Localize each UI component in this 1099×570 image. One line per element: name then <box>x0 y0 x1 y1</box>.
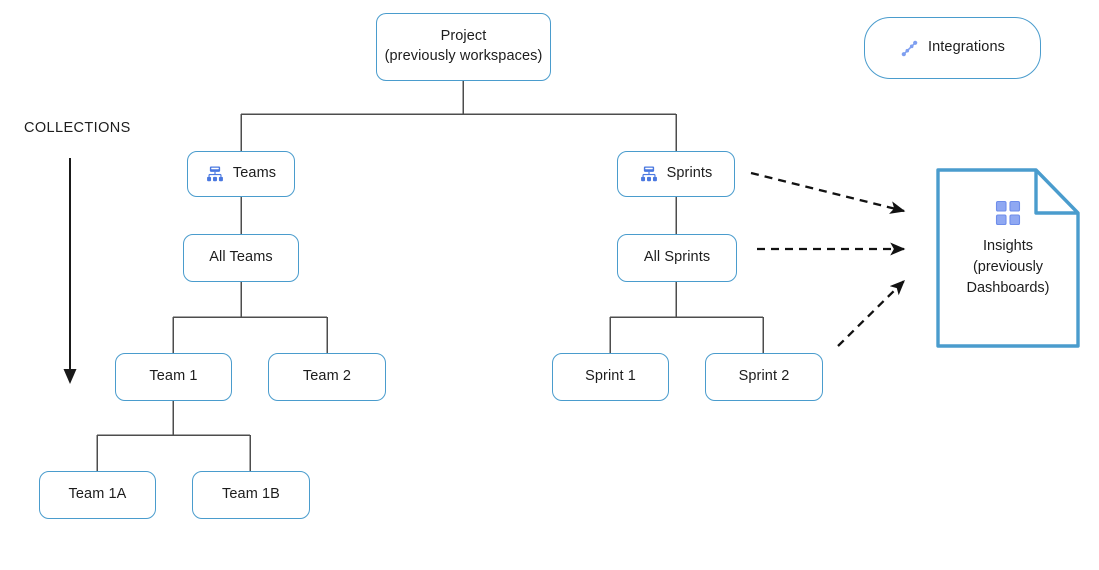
node-sprint-1[interactable]: Sprint 1 <box>552 353 669 401</box>
node-sprints[interactable]: Sprints <box>617 151 735 197</box>
node-team-2-label: Team 2 <box>302 368 352 385</box>
node-team-1b[interactable]: Team 1B <box>192 471 310 519</box>
node-team-1[interactable]: Team 1 <box>115 353 232 401</box>
grid-2x2-icon <box>995 200 1021 231</box>
node-sprint-1-label: Sprint 1 <box>585 368 636 385</box>
node-all-teams[interactable]: All Teams <box>183 234 299 282</box>
hierarchy-icon <box>206 165 224 183</box>
node-insights[interactable]: Insights (previously Dashboards) <box>936 168 1080 348</box>
collections-arrow <box>63 158 77 384</box>
document-shape <box>936 168 1080 348</box>
node-all-teams-label: All Teams <box>209 249 273 266</box>
node-insights-label: Insights (previously Dashboards) <box>966 238 1050 297</box>
node-all-sprints-label: All Sprints <box>643 249 711 266</box>
node-project[interactable]: Project (previously workspaces) <box>376 13 551 81</box>
node-team-1a-label: Team 1A <box>68 486 127 503</box>
node-project-label: Project (previously workspaces) <box>384 28 543 64</box>
node-team-1b-label: Team 1B <box>222 486 280 503</box>
edge-sprint2-to-insights <box>837 280 905 347</box>
node-sprints-label: Sprints <box>666 165 713 182</box>
node-team-1a[interactable]: Team 1A <box>39 471 156 519</box>
node-team-1-label: Team 1 <box>149 368 198 385</box>
node-all-sprints[interactable]: All Sprints <box>617 234 737 282</box>
node-integrations-label: Integrations <box>928 39 1005 56</box>
link-chain-icon <box>900 39 919 58</box>
node-team-2[interactable]: Team 2 <box>268 353 386 401</box>
node-sprint-2[interactable]: Sprint 2 <box>705 353 823 401</box>
hierarchy-icon <box>640 165 658 183</box>
collections-label: COLLECTIONS <box>24 120 131 136</box>
node-teams[interactable]: Teams <box>187 151 295 197</box>
edge-sprints-to-insights <box>750 171 906 214</box>
node-teams-label: Teams <box>232 165 277 182</box>
node-integrations[interactable]: Integrations <box>864 17 1041 79</box>
node-sprint-2-label: Sprint 2 <box>738 368 790 385</box>
